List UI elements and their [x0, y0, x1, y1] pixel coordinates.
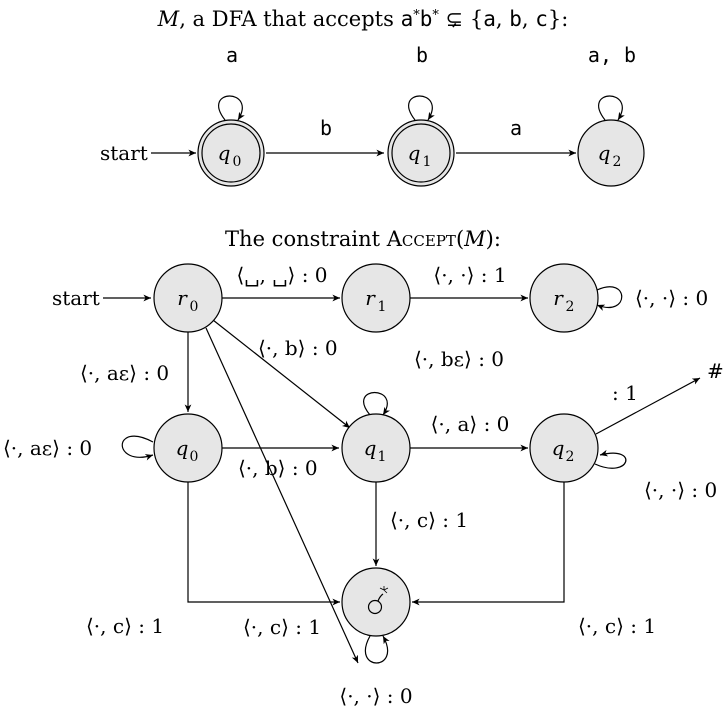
state-q0-sub: 0	[190, 449, 199, 465]
edge-q2-q2	[594, 449, 627, 469]
dfa-edge-label-q0-q1: b	[320, 116, 332, 140]
dfa-title-part: M	[157, 7, 180, 31]
state-r0: r 0	[153, 263, 223, 333]
constraint-title-part: A	[386, 227, 403, 251]
dfa-title-part: ,	[496, 7, 509, 31]
dfa-edge-label-q0-q0: a	[226, 43, 238, 67]
constraint-title-part: The constraint	[225, 227, 387, 251]
edge-label-r0-q0: ⟨·, aε⟩ : 0	[80, 361, 169, 385]
state-q2-label: q	[552, 436, 565, 460]
dfa-title-part: ,	[522, 7, 535, 31]
edge-r0-bomb	[205, 327, 359, 664]
edge-label-q0-q0: ⟨·, aε⟩ : 0	[3, 436, 92, 460]
state-r1-label: r	[365, 286, 376, 310]
edge-label-q0-q1: ⟨·, b⟩ : 0	[238, 456, 318, 480]
edge-label-q1-q2: ⟨·, a⟩ : 0	[431, 412, 510, 436]
final-marker: #	[707, 359, 724, 383]
dfa-title-part: c	[535, 7, 548, 31]
state-q0-label: q	[176, 436, 189, 460]
dfa-state-q2: q 2	[577, 119, 645, 187]
state-q0: q 0	[153, 413, 223, 483]
edge-label-q0-bomb: ⟨·, c⟩ : 1	[86, 614, 164, 638]
edge-label-r0-r1: ⟨␣, ␣⟩ : 0	[236, 263, 327, 287]
state-q2: q 2	[529, 413, 599, 483]
dfa-edge-q2-q2	[598, 95, 625, 121]
edge-label-r2-r2: ⟨·, ·⟩ : 0	[635, 286, 708, 310]
state-r2-sub: 2	[566, 299, 575, 315]
dfa-state-q0: q 0	[197, 119, 265, 187]
dfa-state-q1-sub: 1	[423, 154, 432, 170]
constraint-diagram: The constraint ACCEPT(M): start ⟨␣, ␣⟩ :…	[3, 227, 724, 708]
dfa-edge-label-q1-q1: b	[416, 43, 428, 67]
dfa-start-label: start	[100, 141, 148, 165]
state-r0-label: r	[177, 286, 188, 310]
bomb-icon	[367, 586, 389, 615]
state-r2-label: r	[553, 286, 564, 310]
state-q1-sub: 1	[378, 449, 387, 465]
edge-q2-bomb	[412, 482, 565, 606]
edge-label-q1-bomb: ⟨·, c⟩ : 1	[390, 508, 468, 532]
edge-label-r1-r2: ⟨·, ·⟩ : 1	[433, 263, 506, 287]
edge-q0-bomb	[187, 482, 340, 606]
edge-label-bomb-bomb: ⟨·, ·⟩ : 0	[339, 684, 412, 708]
constraint-title-part: CCEPT	[402, 232, 456, 250]
dfa-edge-q0-q0	[218, 95, 245, 121]
dfa-title-part: , a DFA that accepts	[179, 7, 400, 31]
state-q2-sub: 2	[566, 449, 575, 465]
constraint-title-part: ):	[486, 227, 501, 251]
dfa-state-q2-sub: 2	[613, 154, 622, 170]
edge-q0-q0	[121, 435, 154, 461]
edge-bomb-bomb	[364, 635, 390, 664]
state-q1: q 1	[341, 413, 411, 483]
dfa-title-part: a	[483, 7, 496, 31]
dfa-state-q1-label: q	[408, 141, 421, 165]
dfa-title-part: b	[420, 7, 433, 31]
edge-q2-final	[595, 377, 701, 435]
dfa-title-part: }:	[548, 7, 568, 31]
dfa-state-q0-label: q	[218, 141, 231, 165]
edge-label-q2-q2: ⟨·, ·⟩ : 0	[644, 478, 717, 502]
state-r1-sub: 1	[378, 299, 387, 315]
state-r2: r 2	[529, 263, 599, 333]
state-bomb	[341, 567, 411, 637]
constraint-title-part: M	[463, 227, 486, 251]
edge-label-r0-bomb: ⟨·, c⟩ : 1	[243, 615, 321, 639]
dfa-state-q2-label: q	[598, 141, 611, 165]
dfa-title-part: *	[432, 8, 439, 23]
state-q1-label: q	[364, 436, 377, 460]
dfa-title-part: ⊊ {	[439, 7, 483, 31]
dfa-edge-label-q2-q2: a, b	[588, 43, 636, 67]
constraint-title: The constraint ACCEPT(M):	[225, 227, 501, 251]
state-r1: r 1	[341, 263, 411, 333]
dfa-edge-q1-q1	[408, 95, 435, 121]
dfa-title-part: a	[401, 7, 414, 31]
dfa-state-q0-sub: 0	[233, 154, 242, 170]
edge-label-q1-q1: ⟨·, bε⟩ : 0	[414, 347, 504, 371]
dfa-title-part: *	[413, 8, 420, 23]
edge-label-q2-final: : 1	[612, 381, 638, 405]
edge-r2-r2	[596, 286, 623, 311]
edge-r0-q1	[212, 319, 351, 429]
constraint-title-part: (	[456, 227, 464, 251]
dfa-title-part: b	[509, 7, 522, 31]
constraint-start-label: start	[52, 286, 100, 310]
dfa-state-q1: q 1	[387, 119, 455, 187]
edge-label-r0-q1: ⟨·, b⟩ : 0	[258, 336, 338, 360]
dfa-diagram: M, a DFA that accepts a*b* ⊊ {a, b, c}: …	[100, 7, 645, 187]
state-r0-sub: 0	[190, 299, 199, 315]
edge-q1-q1	[363, 391, 390, 416]
dfa-edge-label-q1-q2: a	[510, 116, 522, 140]
dfa-title: M, a DFA that accepts a*b* ⊊ {a, b, c}:	[157, 7, 569, 31]
edge-label-q2-bomb: ⟨·, c⟩ : 1	[578, 614, 656, 638]
